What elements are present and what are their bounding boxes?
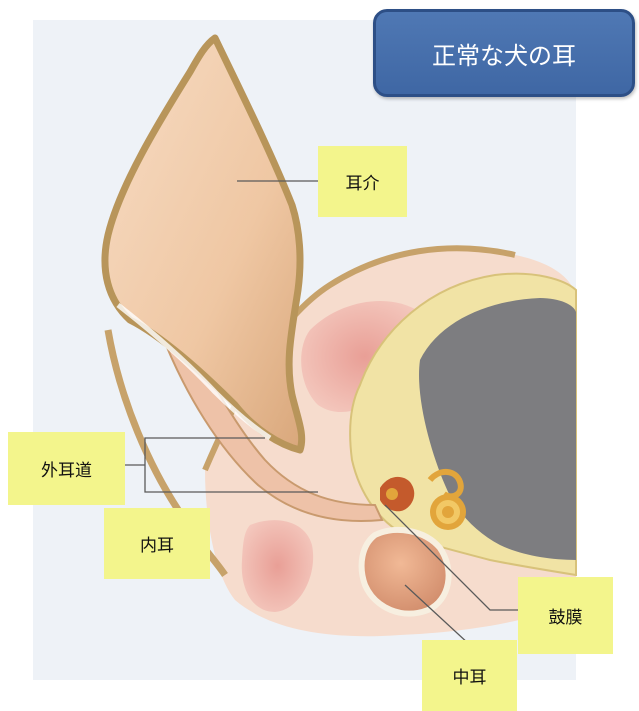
diagram-title: 正常な犬の耳 bbox=[432, 36, 576, 71]
middle-ear-bulb bbox=[362, 530, 449, 614]
label-eardrum-text: 鼓膜 bbox=[549, 603, 583, 628]
label-middle-ear-text: 中耳 bbox=[453, 663, 487, 688]
label-inner-ear: 内耳 bbox=[104, 508, 210, 579]
label-ear-canal: 外耳道 bbox=[8, 432, 125, 505]
label-inner-ear-text: 内耳 bbox=[140, 531, 174, 556]
label-eardrum: 鼓膜 bbox=[518, 577, 613, 654]
title-box: 正常な犬の耳 bbox=[373, 9, 635, 97]
ossicle-small bbox=[386, 488, 398, 500]
label-middle-ear: 中耳 bbox=[422, 640, 517, 711]
label-pinna-text: 耳介 bbox=[346, 169, 380, 194]
label-ear-canal-text: 外耳道 bbox=[41, 456, 92, 481]
label-pinna: 耳介 bbox=[318, 146, 407, 217]
